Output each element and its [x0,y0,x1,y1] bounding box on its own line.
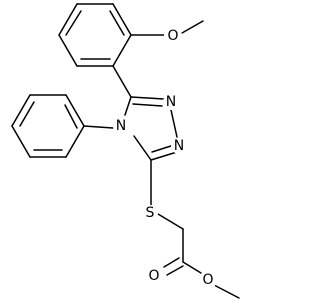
structure-diagram: O N N N S O O [11,3,240,299]
triazole-nitrogen-4: N [113,118,129,134]
bond [170,109,178,138]
bond [150,151,178,161]
bond [130,96,165,100]
bond [11,125,31,158]
atom-label: S [146,205,155,221]
bond [133,135,152,161]
bond [112,3,132,36]
thioether-sulfur: S [142,205,158,221]
methoxy-oxygen: O [164,27,182,45]
atom-label-layer: O N N N S O O [113,27,217,289]
bond [182,261,202,274]
bond [65,94,85,127]
atom-label: N [174,138,184,154]
bond [83,125,114,129]
ester-oxygen: O [199,271,217,289]
atom-label: O [148,268,159,284]
carbonyl-oxygen: O [145,267,163,285]
bond [112,34,132,67]
bond [19,101,35,127]
bond [65,10,82,36]
atom-label: O [202,272,213,288]
bond [181,20,204,34]
bond [64,104,78,129]
bond [58,3,78,36]
bond-layer [11,3,240,299]
bond [112,65,132,98]
bond [213,284,240,299]
atom-label: N [116,118,126,134]
triazole-nitrogen-2: N [171,138,187,154]
bond [166,265,184,276]
bond [157,213,184,230]
triazole-nitrogen-1: N [163,94,179,110]
bond [65,125,85,158]
bond [58,34,78,67]
bond [132,103,163,107]
bond [151,144,175,153]
atom-label: N [166,94,176,110]
bond [11,94,31,127]
bond [109,10,125,36]
bond [163,257,180,268]
atom-label: O [167,28,178,44]
bond [124,96,132,116]
